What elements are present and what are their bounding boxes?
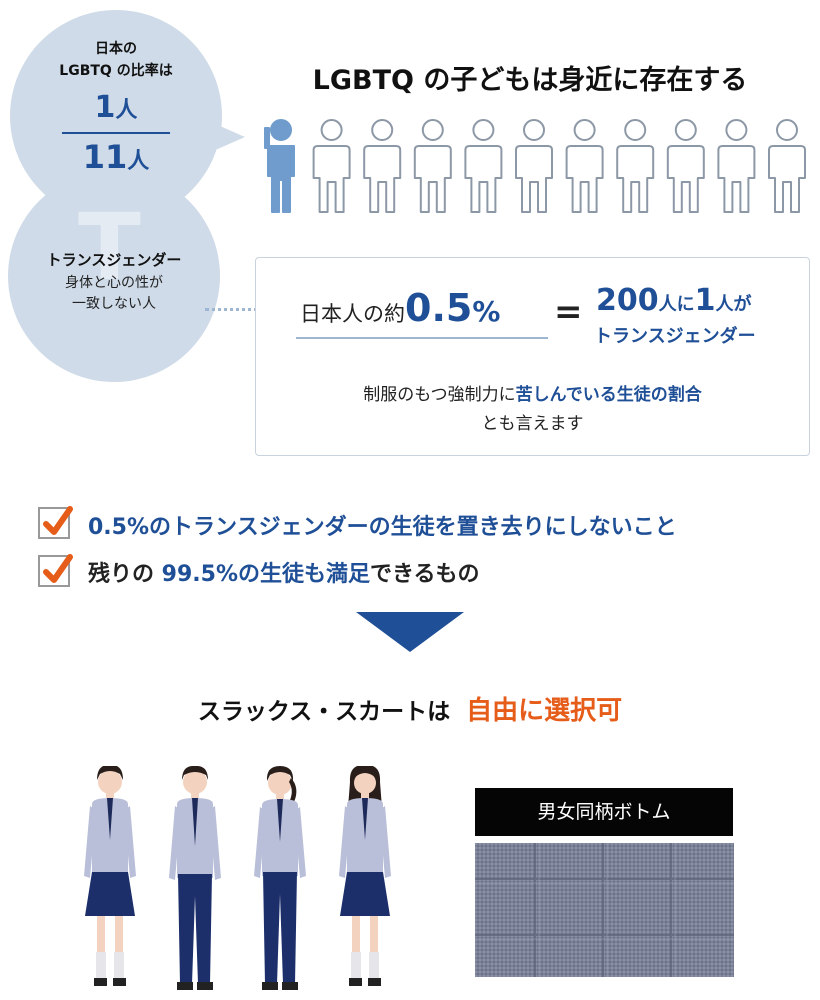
person-figure-icon (616, 119, 655, 213)
ratio-label-line1: 日本の (95, 41, 137, 57)
person-figure-icon (666, 119, 705, 213)
student-slacks-2 (254, 766, 306, 990)
fraction-line (62, 132, 170, 134)
person-figure-icon (768, 119, 806, 213)
people-figures (264, 119, 806, 213)
statistic-box (255, 257, 810, 456)
conclusion: スラックス・スカートは自由に選択可 (197, 696, 623, 726)
stat-rhs-line2: トランスジェンダー (594, 326, 756, 347)
person-figure-icon (464, 119, 503, 213)
person-figure-icon (264, 119, 295, 213)
person-figure-icon (515, 119, 553, 213)
down-arrow-icon (356, 612, 464, 652)
student-slacks-1 (169, 766, 221, 990)
stat-prefix: 日本人の約0.5% (300, 286, 501, 330)
checklist-item-2: 残りの 99.5%の生徒も満足できるもの (88, 562, 480, 587)
t-watermark: T (78, 194, 141, 301)
fabric-label: 男女同柄ボトム (475, 788, 733, 836)
person-figure-icon (565, 119, 604, 213)
ratio-numerator: 1人 (94, 90, 138, 125)
transgender-description: 身体と心の性が 一致しない人 (65, 275, 163, 312)
checkbox-icon (38, 554, 73, 587)
students-illustration (84, 766, 391, 990)
person-figure-icon (363, 119, 402, 213)
student-skirt-1 (84, 766, 136, 986)
ratio-denominator: 11人 (82, 138, 150, 176)
person-figure-icon (413, 119, 452, 213)
stat-underline (296, 337, 548, 339)
stat-note-line2: とも言えます (481, 414, 584, 434)
checklist-item-1: 0.5%のトランスジェンダーの生徒を置き去りにしないこと (88, 515, 677, 540)
bubble-tail (195, 115, 245, 159)
stat-note-line1: 制服のもつ強制力に苦しんでいる生徒の割合 (363, 385, 702, 405)
person-figure-icon (717, 119, 756, 213)
dotted-arrow-line (205, 308, 265, 311)
student-skirt-2 (339, 766, 391, 986)
equals-sign: = (554, 292, 583, 332)
plaid-fabric-swatch (475, 843, 734, 977)
ratio-label-line2: LGBTQ の比率は (59, 63, 173, 79)
person-figure-icon (312, 119, 351, 213)
ratio-bubble (10, 10, 222, 222)
headline: LGBTQ の子どもは身近に存在する (312, 65, 748, 96)
transgender-title: トランスジェンダー (46, 251, 182, 269)
checkbox-icon (38, 506, 73, 539)
stat-rhs-line1: 200人に1人が (596, 283, 752, 318)
